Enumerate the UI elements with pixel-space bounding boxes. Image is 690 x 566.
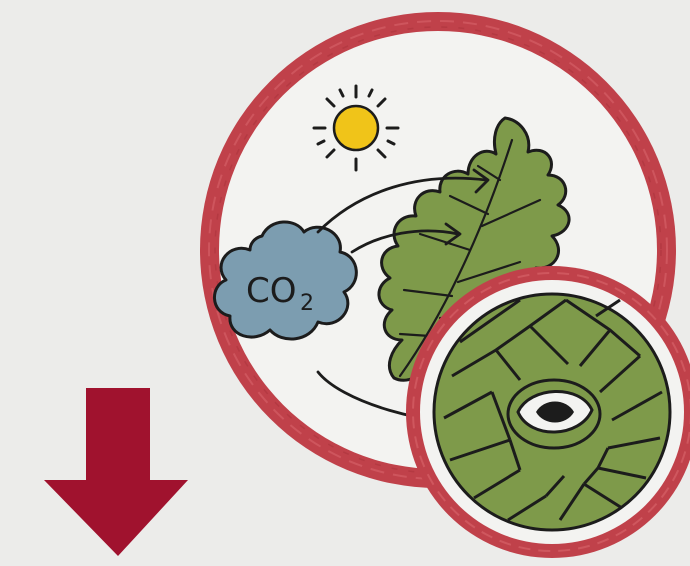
stoma [508, 380, 600, 448]
leaf-stomata-detail-icon [406, 266, 690, 558]
down-arrow-icon [44, 388, 188, 556]
co2-subscript: 2 [300, 291, 314, 316]
co2-label: CO [246, 271, 297, 311]
